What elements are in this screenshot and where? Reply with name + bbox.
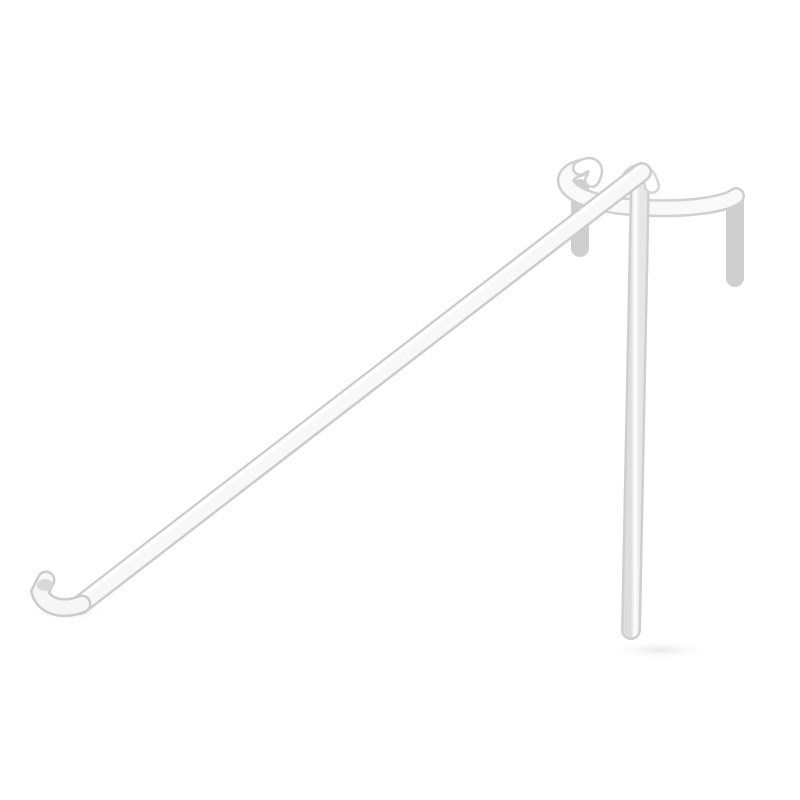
diagonal-hook-arm: [70, 162, 652, 615]
top-bracket-loop: [557, 156, 745, 218]
hook-tip-end-cap: [37, 579, 53, 591]
hook-tip: [29, 570, 92, 617]
floor-shadow-post: [605, 640, 715, 660]
vertical-support-post: [620, 163, 660, 640]
